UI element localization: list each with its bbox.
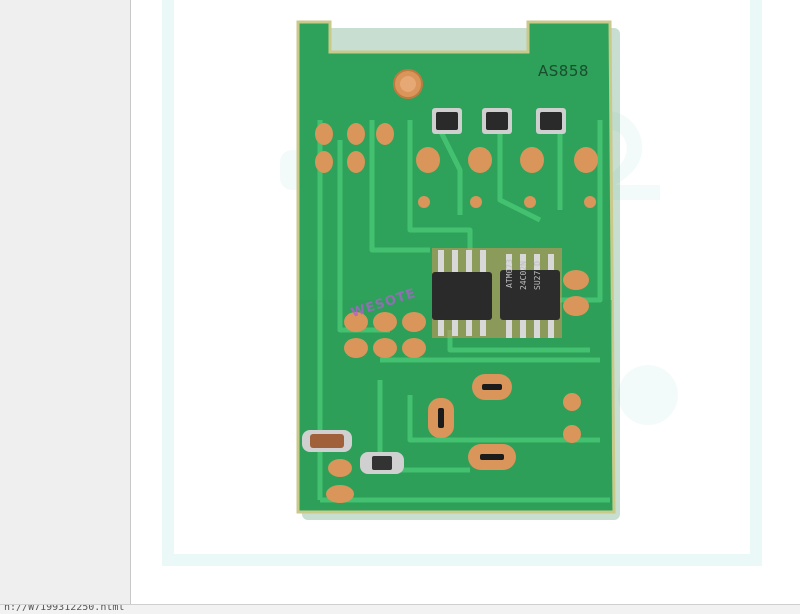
ic-chip-left bbox=[432, 250, 492, 336]
smd-components bbox=[302, 430, 404, 474]
board-label: AS858 bbox=[538, 62, 589, 80]
ic-chip-right bbox=[500, 254, 560, 338]
copper-pads bbox=[315, 123, 598, 503]
status-bar: h://W7199312250.html bbox=[0, 604, 800, 614]
chip-marking-line-2: 24C02N bbox=[519, 261, 528, 290]
vertical-scrollbar[interactable] bbox=[792, 0, 800, 604]
status-url-text: h://W7199312250.html bbox=[4, 604, 125, 613]
chip-marking-line-1: ATM073 bbox=[505, 259, 514, 288]
chip-marking-line-3: SU27 D bbox=[533, 261, 542, 290]
pcb-traces bbox=[317, 120, 610, 503]
transistors bbox=[432, 108, 566, 134]
left-gutter-panel bbox=[0, 0, 131, 608]
